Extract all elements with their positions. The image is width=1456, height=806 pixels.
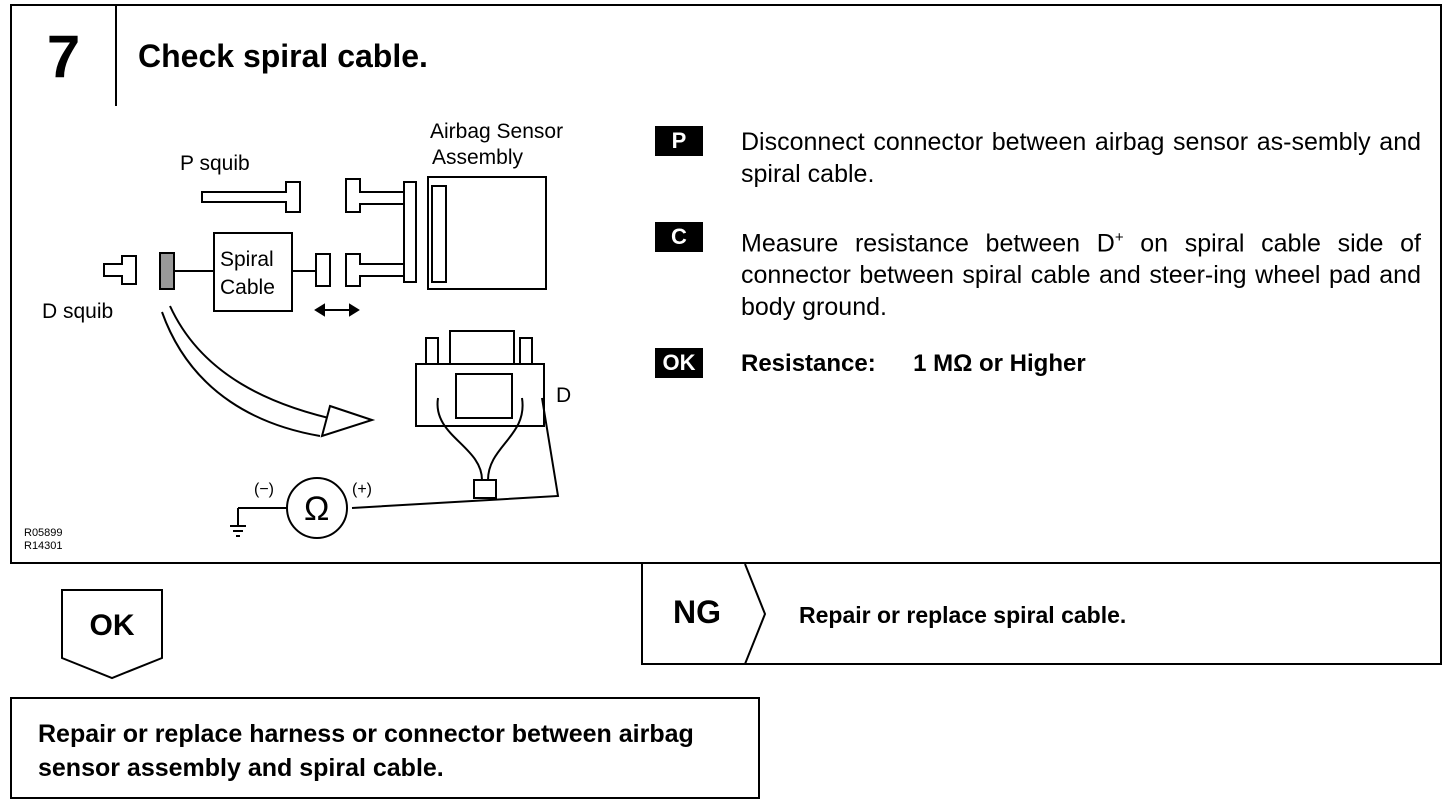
ohm-symbol: Ω bbox=[304, 490, 329, 528]
chevron-right-icon bbox=[744, 564, 767, 664]
ng-label: NG bbox=[673, 594, 721, 630]
label-assembly: Assembly bbox=[432, 146, 524, 169]
label-d-plus: D bbox=[556, 384, 571, 407]
step-header: 7 Check spiral cable. bbox=[10, 4, 1442, 108]
spiral-cable-box bbox=[213, 232, 293, 312]
label-minus: (−) bbox=[254, 481, 274, 498]
airbag-sensor-assembly bbox=[427, 176, 547, 290]
step-title: Check spiral cable. bbox=[138, 38, 428, 74]
harness-block bbox=[403, 181, 417, 283]
ref-code-2: R14301 bbox=[24, 540, 63, 552]
ng-result: NG Repair or replace spiral cable. bbox=[641, 562, 1442, 665]
ok-criteria: Resistance: 1 MΩ or Higher bbox=[741, 348, 1421, 380]
hatched-connector bbox=[159, 252, 175, 290]
instructions-panel: P Disconnect connector between airbag se… bbox=[641, 106, 1442, 564]
ok-action: Repair or replace harness or connector b… bbox=[10, 697, 760, 799]
wiring-diagram: Airbag Sensor Assembly P squib D squib S… bbox=[24, 120, 571, 552]
resistance-value: 1 MΩ or Higher bbox=[913, 350, 1086, 377]
sensor-connector-upper bbox=[345, 178, 405, 213]
wiring-diagram-panel: Airbag Sensor Assembly P squib D squib S… bbox=[10, 106, 643, 564]
badge-ok: OK bbox=[655, 348, 703, 378]
label-plus: (+) bbox=[352, 481, 372, 498]
sensor-connector-lower bbox=[345, 253, 405, 287]
label-d-squib: D squib bbox=[42, 300, 113, 323]
p-squib-connector bbox=[201, 181, 301, 213]
ref-code-1: R05899 bbox=[24, 527, 63, 539]
ng-action: Repair or replace spiral cable. bbox=[799, 602, 1127, 628]
label-p-squib: P squib bbox=[180, 152, 250, 175]
ok-action-text: Repair or replace harness or connector b… bbox=[38, 720, 694, 782]
step-number: 7 bbox=[12, 6, 117, 106]
label-cable: Cable bbox=[220, 276, 275, 299]
label-airbag-sensor: Airbag Sensor bbox=[430, 120, 563, 143]
d-squib-connector bbox=[103, 255, 137, 285]
label-spiral: Spiral bbox=[220, 248, 274, 271]
curved-arrow bbox=[169, 305, 343, 422]
badge-c: C bbox=[655, 222, 703, 252]
instruction-text: Measure resistance between D+ on spiral … bbox=[741, 229, 1421, 322]
ok-label: OK bbox=[89, 609, 135, 642]
badge-p: P bbox=[655, 126, 703, 156]
spiral-connector bbox=[315, 253, 331, 287]
ok-down-arrow-icon bbox=[61, 589, 163, 680]
resistance-label: Resistance: bbox=[741, 350, 876, 377]
instruction-text: Disconnect connector between airbag sens… bbox=[741, 128, 1421, 188]
